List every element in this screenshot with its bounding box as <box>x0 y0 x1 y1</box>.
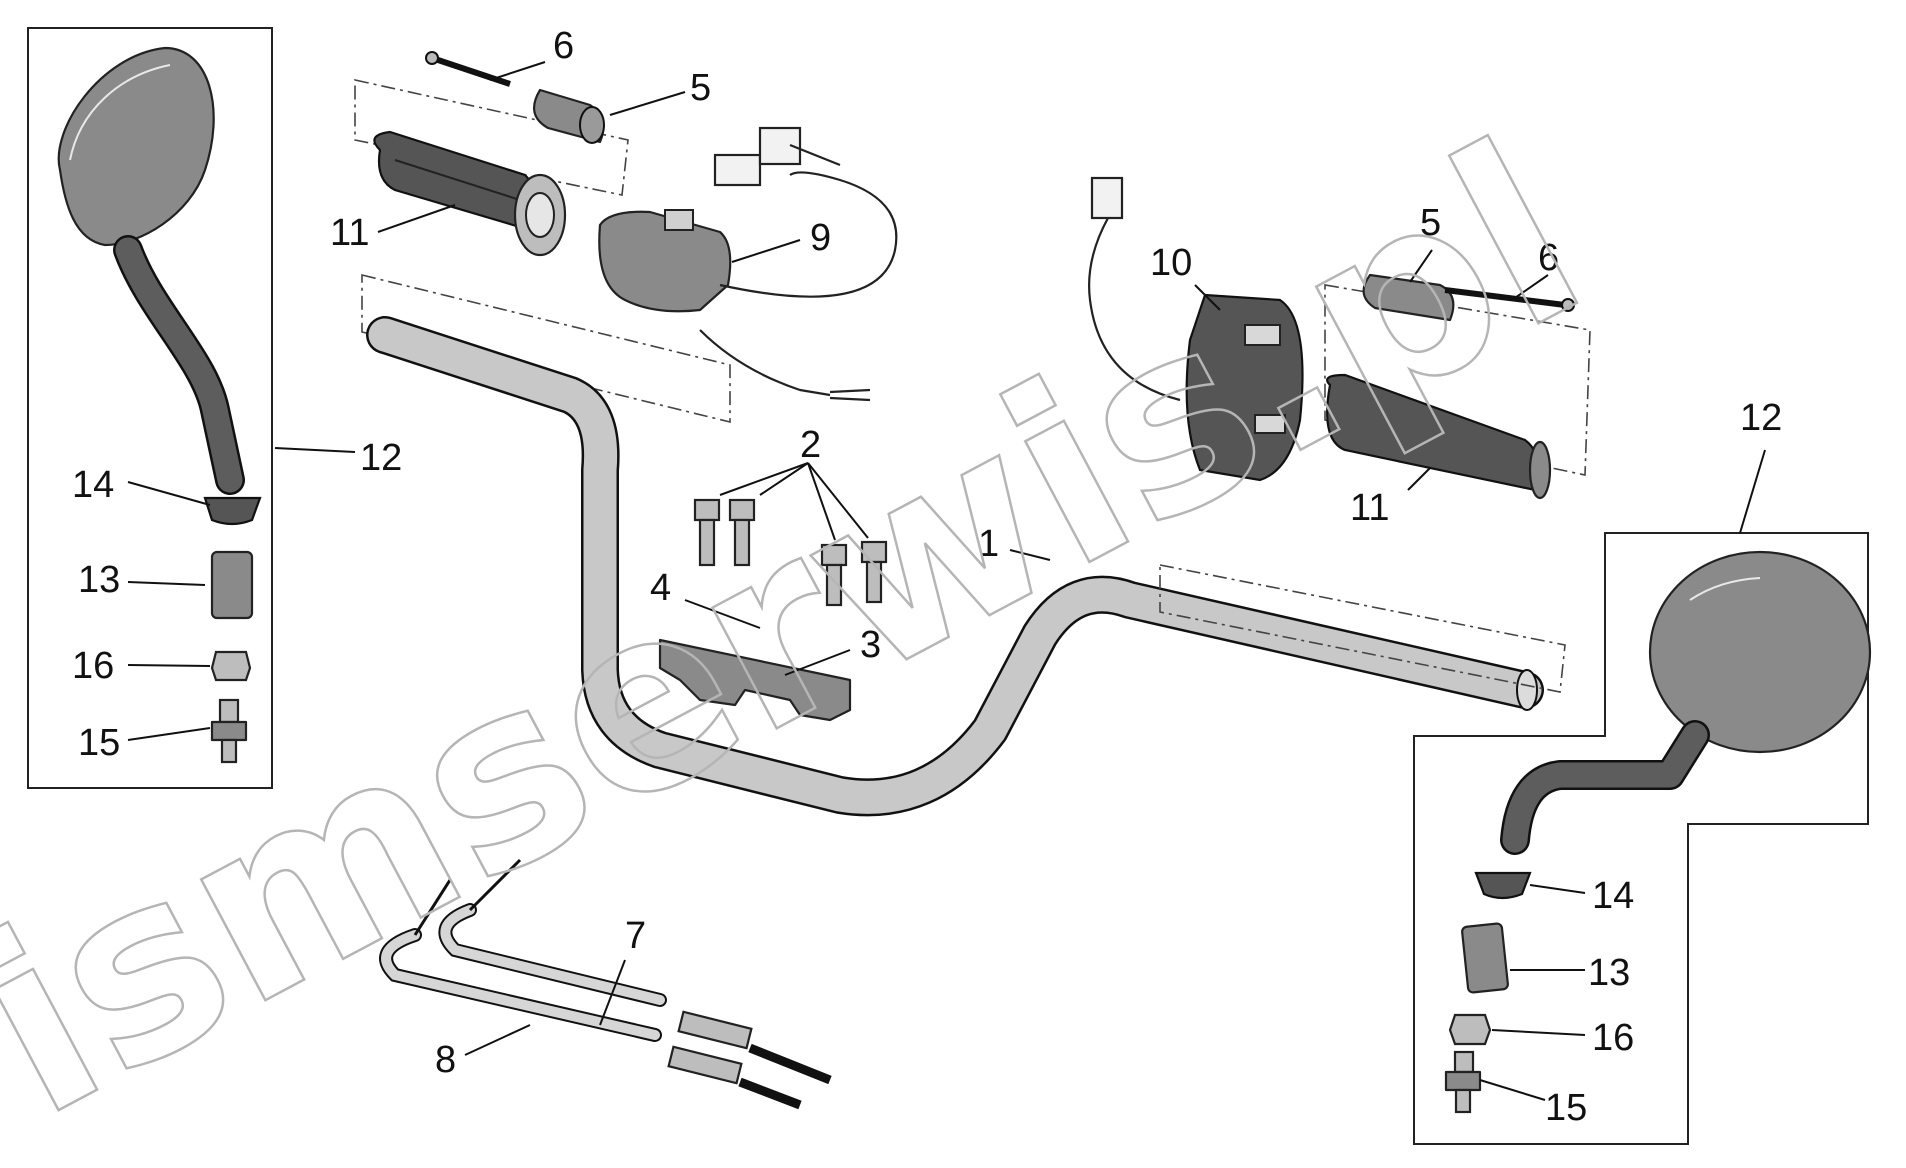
callout-13-left: 13 <box>78 559 120 601</box>
left-spacer-13 <box>210 550 254 620</box>
callout-16-right: 16 <box>1592 1017 1634 1059</box>
right-rubber-cap-14 <box>1474 871 1532 900</box>
callout-1: 1 <box>978 523 999 565</box>
throttle-cables <box>379 858 832 1110</box>
callout-8: 8 <box>435 1039 456 1081</box>
left-grip-11 <box>373 130 538 232</box>
callout-13-right: 13 <box>1588 952 1630 994</box>
left-rubber-cap-14 <box>203 496 262 526</box>
callout-7: 7 <box>625 915 646 957</box>
left-adapter-15 <box>218 698 240 724</box>
left-nut-16 <box>210 650 252 682</box>
callout-5-left: 5 <box>690 67 711 109</box>
left-mirror-head <box>57 46 215 247</box>
clamp-3 <box>658 638 852 722</box>
callout-14-left: 14 <box>72 464 114 506</box>
callout-9: 9 <box>810 217 831 259</box>
right-spacer-13 <box>1461 922 1509 994</box>
handlebar-1 <box>366 316 1566 817</box>
callout-15-left: 15 <box>78 722 120 764</box>
callout-labels: 1 2 3 4 5 5 6 6 7 8 9 10 11 11 12 12 13 … <box>72 25 1782 1129</box>
callout-11-right: 11 <box>1350 487 1389 529</box>
clamp-group <box>658 498 888 722</box>
right-grip-assembly <box>1088 176 1591 500</box>
callout-10: 10 <box>1150 242 1192 284</box>
right-adapter-15 <box>1453 1050 1475 1074</box>
left-grip-assembly <box>354 51 898 424</box>
callout-6-right: 6 <box>1538 237 1559 279</box>
bolts-2 <box>693 498 888 607</box>
callout-11-left: 11 <box>330 212 369 254</box>
callout-5-right: 5 <box>1420 202 1441 244</box>
callout-14-right: 14 <box>1592 875 1634 917</box>
callout-4: 4 <box>650 567 671 609</box>
callout-12-left: 12 <box>360 437 402 479</box>
left-mirror-box <box>27 27 273 789</box>
right-mirror-head <box>1648 550 1872 754</box>
left-switch-9 <box>598 210 732 313</box>
right-mirror-group <box>1413 532 1872 1145</box>
right-nut-16 <box>1448 1013 1492 1046</box>
callout-6-left: 6 <box>553 25 574 67</box>
callout-3: 3 <box>860 624 881 666</box>
left-mirror-group <box>27 27 273 789</box>
callout-16-left: 16 <box>72 645 114 687</box>
callout-15-right: 15 <box>1545 1087 1587 1129</box>
leader-lines <box>127 61 1766 1101</box>
callout-12-right: 12 <box>1740 397 1782 439</box>
callout-2: 2 <box>800 424 821 466</box>
